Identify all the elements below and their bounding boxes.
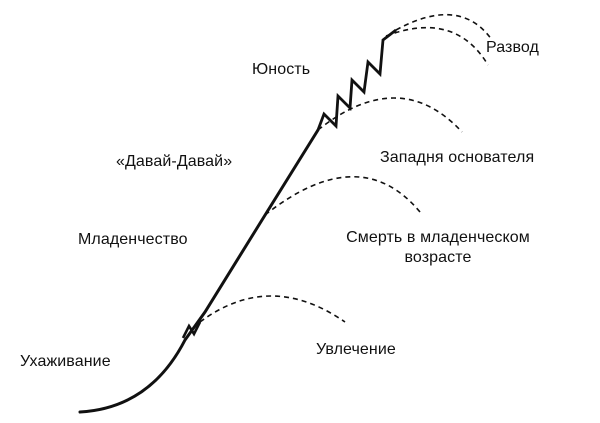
infant-mortality-arc bbox=[264, 175, 421, 216]
failure-label-founders-trap: Западня основателя bbox=[380, 149, 535, 166]
failure-label-infant-mortality-line1: Смерть в младенческом bbox=[346, 229, 530, 246]
failure-label-infant-mortality: Смерть в младенческом возрасте bbox=[298, 228, 578, 268]
divorce-arc-lower bbox=[385, 26, 489, 66]
affair-arc bbox=[199, 295, 346, 323]
courtship-zigzag bbox=[181, 321, 202, 339]
failure-label-affair: Увлечение bbox=[316, 341, 396, 358]
adolescence-zigzag bbox=[316, 28, 397, 131]
stage-label-go-go: «Давай-Давай» bbox=[116, 153, 233, 170]
failure-label-divorce: Развод bbox=[486, 39, 539, 56]
stage-label-adolescence: Юность bbox=[252, 61, 311, 78]
stage-label-courtship: Ухаживание bbox=[20, 353, 111, 370]
founders-trap-arc bbox=[317, 97, 463, 133]
failure-label-infant-mortality-line2: возрасте bbox=[404, 249, 472, 266]
growth-curve bbox=[78, 128, 320, 414]
divorce-arc-upper bbox=[395, 13, 493, 41]
stage-label-infancy: Младенчество bbox=[78, 231, 188, 248]
